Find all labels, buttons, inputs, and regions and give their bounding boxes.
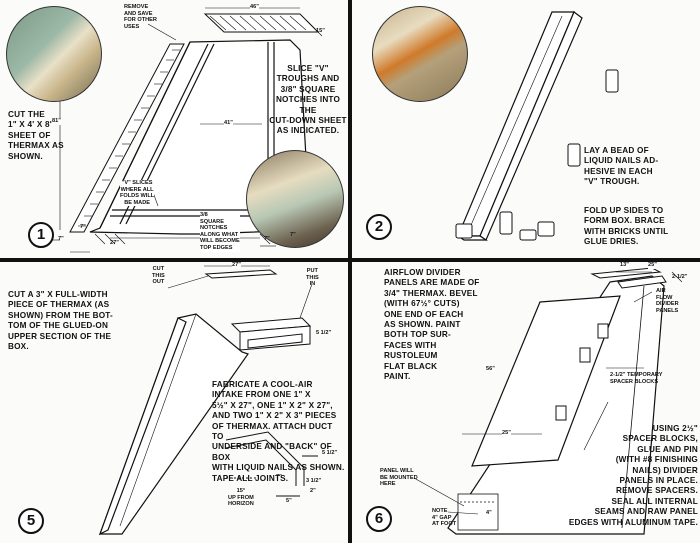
removed-side-strip — [69, 43, 185, 233]
step-5-intake-instruction: FABRICATE A COOL-AIR INTAKE FROM ONE 1" … — [212, 380, 345, 483]
dim-4: 4" — [486, 510, 492, 516]
dim-46: 46" — [250, 4, 259, 11]
top-divider-pieces — [590, 267, 667, 289]
dim-81: 81" — [52, 118, 61, 125]
dim-7-c: 7" — [264, 236, 270, 242]
dim-25-b: 25" — [502, 430, 511, 437]
spacer-blocks-label: 2-1/2" TEMPORARY SPACER BLOCKS — [610, 372, 663, 385]
step-5-cut-instruction: CUT A 3" X FULL-WIDTH PIECE OF THERMAX (… — [8, 290, 113, 352]
put-this-in-label: PUT THIS IN — [306, 268, 319, 288]
step-number-5: 5 — [18, 508, 44, 534]
dim-5-half-b: 5 1/2" — [322, 450, 338, 456]
dim-13: 13" — [620, 262, 629, 269]
notch-closeup-photo — [6, 6, 102, 102]
v-slices-label: "V" SLICES WHERE ALL FOLDS WILL BE MADE — [120, 180, 155, 207]
horizontal-divider — [0, 258, 700, 262]
foot-gap — [457, 493, 499, 531]
divider-panel — [471, 295, 621, 467]
dim-7: 7" — [276, 474, 282, 480]
dim-25: 25" — [648, 262, 657, 269]
angle-label: 15° UP FROM HORIZON — [228, 488, 254, 508]
step-5-drawing — [98, 265, 318, 536]
notch-label: 3/8 SQUARE NOTCHES ALONG WHAT WILL BECOM… — [200, 212, 240, 252]
spacer-blocks — [555, 323, 609, 421]
dim-7-d: 7" — [290, 232, 296, 238]
dim-56: 56" — [486, 366, 495, 372]
step-6-drawing — [413, 267, 683, 535]
vertical-divider — [348, 0, 352, 543]
step-6-panel: AIRFLOW DIVIDER PANELS ARE MADE OF 3/4" … — [352, 262, 700, 543]
foot-gap-label: NOTE 4" GAP AT FOOT — [432, 508, 457, 528]
box-with-intake — [98, 313, 249, 536]
fold-closeup-photo — [246, 150, 344, 248]
step-number-6: 6 — [366, 506, 392, 532]
dim-7-a: 7" — [58, 236, 64, 242]
intake-duct — [230, 317, 312, 351]
dim-2: 2" — [310, 488, 316, 494]
bricks — [455, 69, 619, 241]
step-number-2: 2 — [366, 214, 392, 240]
airflow-divider-label: AIR FLOW DIVIDER PANELS — [656, 288, 679, 314]
bead-closeup-photo — [372, 6, 468, 102]
dim-41: 41" — [224, 120, 233, 127]
cut-piece — [204, 269, 278, 279]
dim-5: 5" — [286, 498, 292, 504]
dim-2-half: 2-1/2" — [672, 274, 688, 280]
section-detail — [225, 431, 318, 497]
dim-5-half: 5 1/2" — [316, 330, 332, 336]
folded-box — [456, 11, 583, 241]
cut-this-out-label: CUT THIS OUT — [152, 266, 165, 286]
dim-15: 15" — [316, 28, 325, 34]
dim-7-b: 7" — [80, 224, 86, 230]
step-2-fold-instruction: FOLD UP SIDES TO FORM BOX. BRACE WITH BR… — [584, 206, 669, 247]
step-1-panel: CUT THE 1" X 4' X 8' SHEET OF THERMAX AS… — [0, 0, 348, 258]
dim-27: 27" — [110, 240, 119, 246]
step-6-divider-instruction: AIRFLOW DIVIDER PANELS ARE MADE OF 3/4" … — [384, 268, 480, 382]
remove-label: REMOVE AND SAVE FOR OTHER USES — [124, 4, 157, 30]
step-1-instruction: CUT THE 1" X 4' X 8' SHEET OF THERMAX AS… — [8, 110, 64, 161]
step-2-bead-instruction: LAY A BEAD OF LIQUID NAILS AD- HESIVE IN… — [584, 146, 659, 187]
step-1-slice-instruction: SLICE "V" TROUGHS AND 3/8" SQUARE NOTCHE… — [269, 64, 347, 136]
step-2-panel: LAY A BEAD OF LIQUID NAILS AD- HESIVE IN… — [352, 0, 700, 258]
step-6-spacer-instruction: USING 2½" SPACER BLOCKS, GLUE AND PIN (W… — [568, 424, 698, 527]
step-number-1: 1 — [28, 222, 54, 248]
step-2-drawing — [455, 11, 619, 241]
panel-mounted-label: PANEL WILL BE MOUNTED HERE — [380, 468, 418, 488]
dim-27: 27" — [232, 262, 241, 269]
step-5-panel: CUT A 3" X FULL-WIDTH PIECE OF THERMAX (… — [0, 262, 348, 543]
dim-3-half: 3 1/2" — [306, 478, 322, 484]
removed-top-strip — [203, 13, 320, 33]
